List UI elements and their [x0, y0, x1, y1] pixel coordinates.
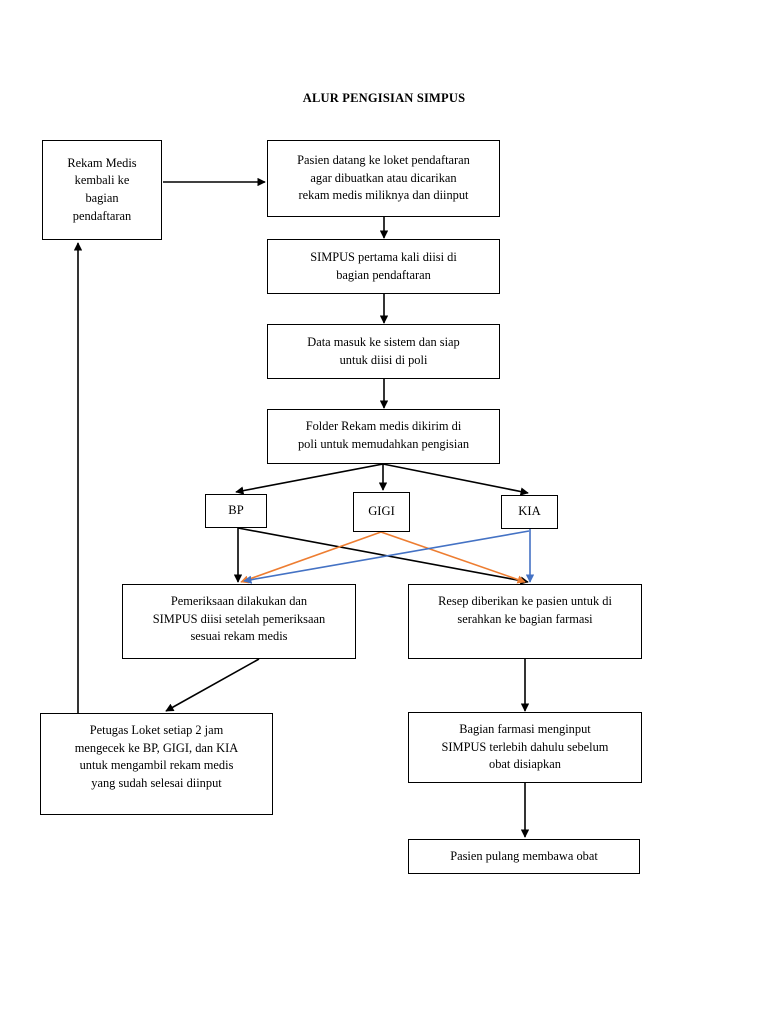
node-poli-gigi-label: GIGI [368, 504, 395, 519]
node-pasien-datang-label: Pasien datang ke loket pendaftaran agar … [297, 153, 470, 203]
node-pemeriksaan-label: Pemeriksaan dilakukan dan SIMPUS diisi s… [152, 594, 326, 644]
node-poli-kia[interactable]: KIA [501, 495, 558, 529]
node-poli-gigi[interactable]: GIGI [353, 492, 410, 532]
node-simpus-pertama[interactable]: SIMPUS pertama kali diisi di bagian pend… [267, 239, 500, 294]
connector-kia-to-pemeriksaan [243, 530, 530, 584]
node-rekam-medis-kembali[interactable]: Rekam Medis kembali ke bagian pendaftara… [42, 140, 162, 240]
node-bagian-farmasi[interactable]: Bagian farmasi menginput SIMPUS terlebih… [408, 712, 642, 783]
node-data-masuk-label: Data masuk ke sistem dan siap untuk diis… [307, 334, 460, 367]
node-petugas-loket[interactable]: Petugas Loket setiap 2 jam mengecek ke B… [40, 713, 273, 815]
node-poli-bp-label: BP [228, 503, 244, 518]
connector-bp-to-resep [237, 527, 529, 585]
node-poli-kia-label: KIA [518, 504, 541, 519]
page-title: ALUR PENGISIAN SIMPUS [302, 91, 466, 105]
node-simpus-pertama-label: SIMPUS pertama kali diisi di bagian pend… [310, 249, 457, 282]
node-rekam-medis-kembali-label: Rekam Medis kembali ke bagian pendaftara… [67, 155, 137, 223]
connector-gigi-to-pemeriksaan [240, 531, 382, 584]
node-pasien-pulang-label: Pasien pulang membawa obat [450, 848, 598, 863]
node-folder-rekam-medis[interactable]: Folder Rekam medis dikirim di poli untuk… [267, 409, 500, 468]
node-resep[interactable]: Resep diberikan ke pasien untuk di serah… [408, 584, 642, 659]
node-data-masuk[interactable]: Data masuk ke sistem dan siap untuk diis… [267, 324, 500, 379]
node-resep-label: Resep diberikan ke pasien untuk di serah… [438, 594, 612, 626]
connector-pemeriksaan-to-petugas-loket [165, 658, 260, 712]
connector-gigi-to-resep [380, 531, 526, 584]
node-folder-rekam-medis-label: Folder Rekam medis dikirim di poli untuk… [297, 419, 470, 469]
node-bagian-farmasi-label: Bagian farmasi menginput SIMPUS terlebih… [441, 722, 609, 772]
node-poli-bp[interactable]: BP [205, 494, 267, 528]
node-petugas-loket-label: Petugas Loket setiap 2 jam mengecek ke B… [74, 723, 239, 790]
node-pemeriksaan[interactable]: Pemeriksaan dilakukan dan SIMPUS diisi s… [122, 584, 356, 659]
node-pasien-pulang[interactable]: Pasien pulang membawa obat [408, 839, 640, 874]
node-pasien-datang[interactable]: Pasien datang ke loket pendaftaran agar … [267, 140, 500, 217]
